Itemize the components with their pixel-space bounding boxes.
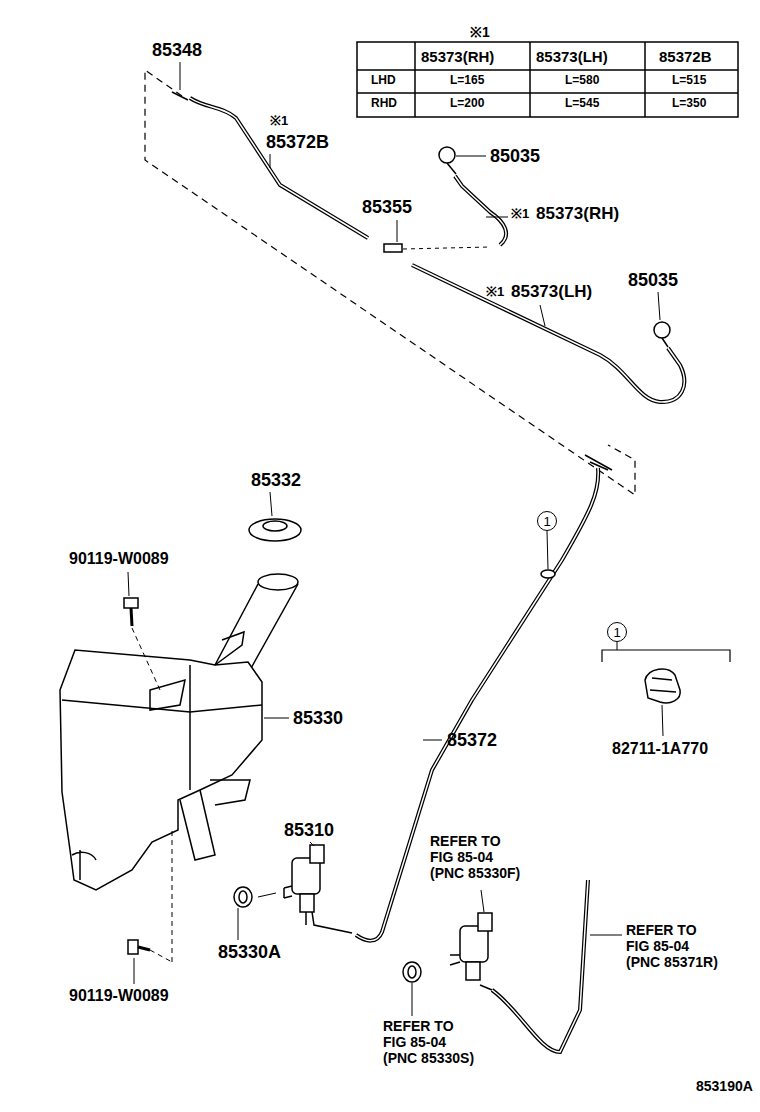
figure-code: 853190A — [696, 1078, 753, 1094]
part-number: 85348 — [152, 40, 202, 61]
table-cell: L=350 — [672, 97, 706, 111]
note-mark: ※1 — [270, 114, 288, 129]
part-number: 85035 — [490, 146, 540, 167]
table-cell: L=515 — [672, 74, 706, 88]
part-number: 85035 — [628, 270, 678, 291]
part-number: 82711-1A770 — [612, 740, 708, 758]
washer-tank — [60, 519, 301, 962]
table-header: 85373(LH) — [536, 48, 608, 65]
pump-85310 — [234, 845, 352, 933]
part-number: 85373(LH) — [511, 282, 592, 302]
part-number: 85372 — [447, 730, 497, 751]
reference-note: REFER TO FIG 85-04 (PNC 85330F) — [430, 833, 525, 881]
reference-note: REFER TO FIG 85-04 (PNC 85371R) — [626, 922, 721, 970]
part-number: 90119-W0089 — [69, 987, 169, 1005]
table-cell: L=200 — [450, 97, 484, 111]
part-number: 85310 — [284, 820, 334, 841]
table-header: 85372B — [659, 48, 712, 65]
table-cell: LHD — [371, 74, 396, 88]
table-header: 85373(RH) — [421, 48, 494, 65]
part-number: 85372B — [266, 132, 329, 153]
table-cell: L=580 — [565, 74, 599, 88]
note-mark: ※1 — [511, 207, 529, 222]
part-number: 90119-W0089 — [69, 550, 169, 568]
assembly-boundary — [145, 70, 635, 495]
callout-circle: 1 — [537, 511, 557, 531]
leader-lines — [128, 62, 660, 1016]
note-mark: ※1 — [486, 285, 504, 300]
part-number: 85373(RH) — [536, 204, 619, 224]
part-number: 85332 — [251, 470, 301, 491]
length-table — [357, 42, 738, 117]
callout-number: 1 — [613, 626, 620, 639]
part-number: 85330A — [218, 942, 281, 963]
hoses-upper — [172, 92, 684, 402]
part-number: 85330 — [293, 708, 343, 729]
clamp-detail — [602, 642, 730, 736]
callout-number: 1 — [543, 515, 550, 528]
reference-note: REFER TO FIG 85-04 (PNC 85330S) — [383, 1018, 478, 1066]
table-cell: L=545 — [565, 97, 599, 111]
table-cell: L=165 — [450, 74, 484, 88]
callout-circle: 1 — [607, 622, 627, 642]
part-number: 85355 — [362, 197, 412, 218]
table-cell: RHD — [371, 97, 397, 111]
note-mark: ※1 — [470, 24, 490, 40]
bolts — [124, 598, 150, 954]
hose-85372 — [356, 455, 612, 941]
